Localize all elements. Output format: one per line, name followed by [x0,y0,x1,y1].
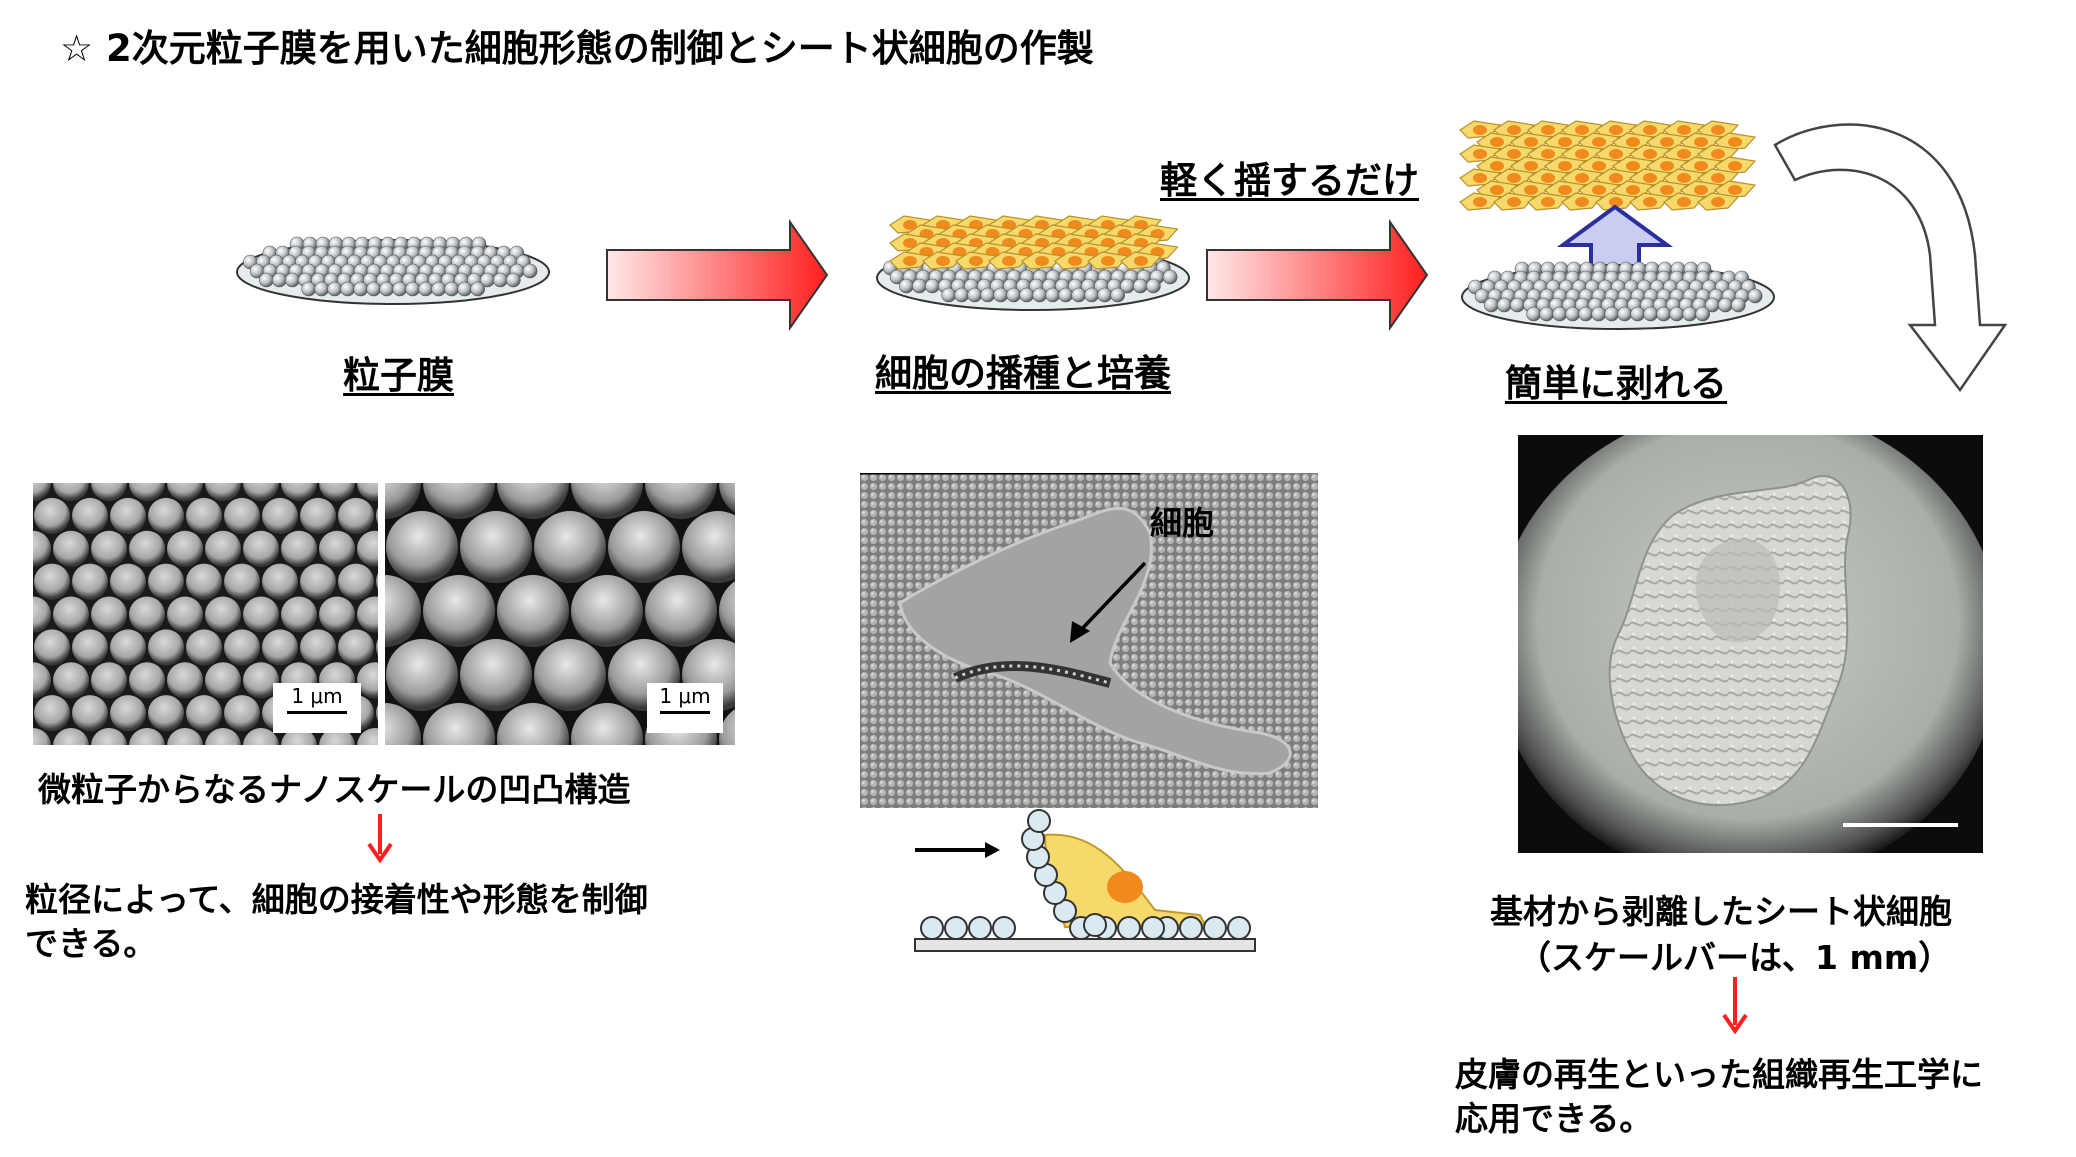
down-arrow-left [367,814,393,864]
sheet-caption-line1: 基材から剥離したシート状細胞 [1490,892,1952,931]
process-arrow-1 [606,218,829,332]
cell-label: 細胞 [1150,504,1215,542]
scale-bar-left-label: 1 μm [291,684,343,708]
seeded-cells-dish [876,215,1190,311]
sem-image-cell: 細胞 [860,473,1318,808]
scale-bar-left: 1 μm [273,683,361,733]
sem-image-small-particles: 1 μm [33,483,378,745]
shake-label: 軽く揺するだけ [1160,159,1419,202]
effect-text-line1: 粒径によって、細胞の接着性や形態を制御 [25,880,648,919]
curved-return-arrow [1773,123,2008,393]
step-label-peel: 簡単に剥れる [1505,362,1727,405]
cell-adhesion-schematic [914,809,1256,952]
scale-bar-right: 1 μm [647,683,723,733]
cell-sheet-photo [1518,435,1983,853]
effect-text-line2: できる。 [25,924,157,963]
process-arrow-2 [1206,218,1429,332]
step-label-seeding: 細胞の播種と培養 [875,352,1171,395]
structure-caption: 微粒子からなるナノスケールの凹凸構造 [38,770,631,809]
step-label-film: 粒子膜 [343,354,454,397]
scale-bar-right-label: 1 μm [659,684,711,708]
sem-image-large-particles: 1 μm [385,483,735,745]
application-text-line1: 皮膚の再生といった組織再生工学に [1455,1055,1983,1094]
application-text-line2: 応用できる。 [1455,1099,1653,1138]
cell-body [898,506,1292,776]
down-arrow-right [1722,977,1748,1035]
page-title: ☆ 2次元粒子膜を用いた細胞形態の制御とシート状細胞の作製 [60,27,1094,70]
sheet-caption-line2: （スケールバーは、1 mm） [1518,938,1952,977]
film-after-peel-dish [1461,261,1775,330]
peeled-cell-sheet [1459,120,1757,211]
particle-film-dish [236,236,550,305]
